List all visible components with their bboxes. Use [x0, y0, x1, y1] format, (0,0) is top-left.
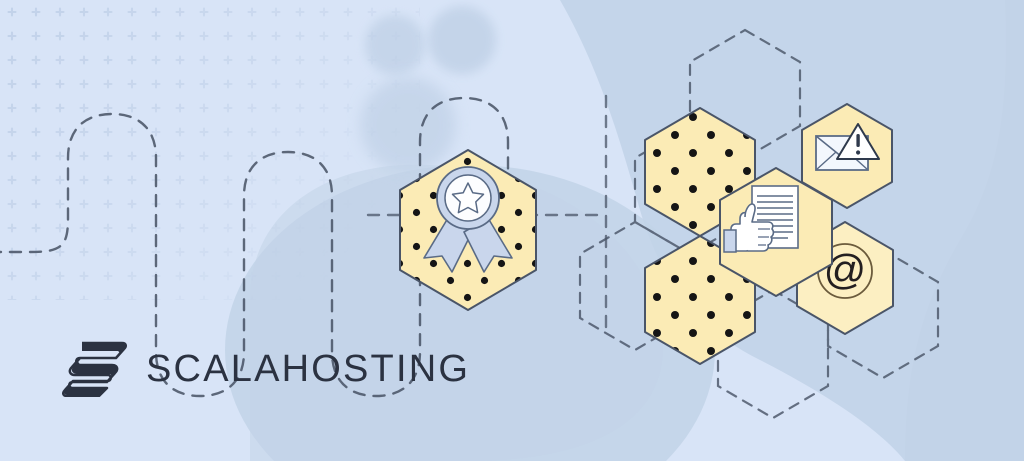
- dashed-serpentine-connector: [0, 96, 510, 398]
- star-icon: [451, 182, 485, 214]
- award-badge-hexagon: [399, 149, 537, 311]
- document-lines: [757, 195, 793, 239]
- dashed-connector-line: [366, 94, 608, 332]
- soft-circle-2: [428, 6, 496, 74]
- plus-dot-grid-texture: [0, 0, 420, 300]
- hex-envelope-warning: [801, 103, 893, 209]
- hex-document-thumbsup: [719, 167, 833, 297]
- hand-cuff: [723, 229, 737, 253]
